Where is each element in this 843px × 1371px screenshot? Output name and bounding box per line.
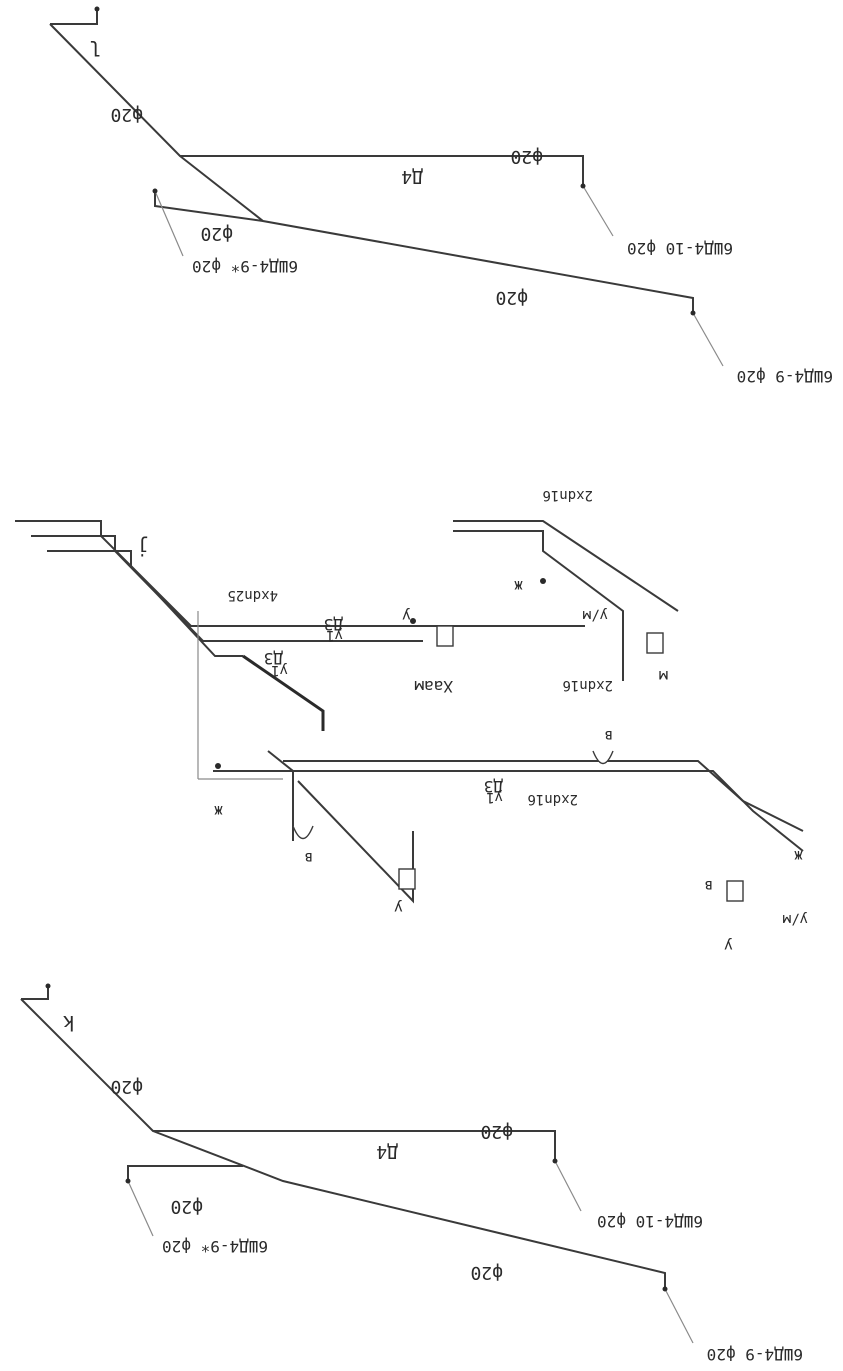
fixture-v-trap-2 xyxy=(592,750,614,765)
top-branch-1: 6ШД4-10 ф20 xyxy=(627,239,733,258)
mid-stack-c xyxy=(47,550,243,657)
fixture-m-box xyxy=(646,632,664,654)
top-branch-3: 6ШД4-9 ф20 xyxy=(737,367,833,386)
bottom-riser-label: k xyxy=(63,1011,75,1035)
mid-size-2xdn16-c: 2xdn16 xyxy=(527,791,578,807)
top-size-3: ф20 xyxy=(200,223,233,244)
mid-stack-3: Д3 xyxy=(484,777,503,796)
middle-network-group: j 4xdn25 Д3 у1 Д3 у1 Д3 у1 2xdn16 2xdn16… xyxy=(15,487,808,955)
bottom-branch-3: 6ШД4-9 ф20 xyxy=(707,1345,803,1364)
mid-loop-top xyxy=(453,530,624,681)
mid-fixture-v-3: в xyxy=(304,849,313,867)
mid-stack-2: Д3 xyxy=(264,649,283,668)
bottom-branch-2: 6ШД4-9* ф20 xyxy=(162,1237,268,1256)
mid-branch-u xyxy=(297,780,414,904)
bottom-pipe-branch-1 xyxy=(152,1130,666,1289)
bottom-size-2: ф20 xyxy=(110,1076,143,1097)
top-branch-2: 6ШД4-9* ф20 xyxy=(192,257,298,276)
mid-main-2 xyxy=(283,760,804,832)
top-end-dot-1 xyxy=(94,6,100,12)
mid-fixture-zh-3: ж xyxy=(214,802,223,820)
bottom-leader-2 xyxy=(127,1180,154,1237)
bottom-pipe-branch-2 xyxy=(127,1165,243,1181)
bottom-branch-1: 6ШД4-10 ф20 xyxy=(597,1212,703,1231)
mid-label-haam: Хаам xyxy=(414,677,453,696)
top-riser-label: l xyxy=(89,36,101,60)
bottom-end-dot-4 xyxy=(662,1286,668,1292)
top-leader-1 xyxy=(582,185,614,237)
mid-stack-1: Д3 xyxy=(324,615,343,634)
top-stack-label: Д4 xyxy=(401,166,423,187)
mid-main-1 xyxy=(213,770,804,852)
mid-fixture-um-1: у/м xyxy=(582,607,608,623)
top-leader-2 xyxy=(154,190,184,257)
fixture-u-box-1 xyxy=(726,880,744,902)
mid-fixture-m: м xyxy=(659,667,668,685)
mid-fixture-u-1: у xyxy=(402,607,411,625)
rotated-drawing: l Д4 ф20 ф20 ф20 ф20 6ШД4-10 ф20 6ШД4-9*… xyxy=(15,6,833,1364)
mid-riser-label: j xyxy=(137,536,149,560)
bottom-end-dot-3 xyxy=(125,1178,131,1184)
bottom-riser-group: k Д4 ф20 ф20 ф20 ф20 6ШД4-10 ф20 6ШД4-9*… xyxy=(20,983,803,1364)
mid-dot-3 xyxy=(215,763,221,769)
top-end-dot-2 xyxy=(580,183,586,189)
mid-size-2xdn16-b: 2xdn16 xyxy=(562,677,613,693)
mid-dot-2 xyxy=(410,618,416,624)
bottom-size-1: ф20 xyxy=(480,1121,513,1142)
top-pipe-branch-1 xyxy=(179,155,694,313)
mid-fixture-u-2: у xyxy=(724,937,733,955)
mid-size-4xdn25: 4xdn25 xyxy=(227,587,278,603)
top-pipe-diagonal xyxy=(49,23,584,186)
mid-dot-1 xyxy=(540,578,546,584)
mid-fixture-u-3: у xyxy=(394,899,403,917)
top-end-dot-4 xyxy=(690,310,696,316)
bottom-size-3: ф20 xyxy=(170,1196,203,1217)
mid-size-2xdn16-a: 2xdn16 xyxy=(542,487,593,503)
fixture-haam-box xyxy=(436,625,454,647)
top-leader-3 xyxy=(692,312,724,367)
fixture-u-box-2 xyxy=(398,868,416,890)
mid-fixture-um-2: у/м xyxy=(782,911,808,927)
mid-fixture-v-1: в xyxy=(604,727,613,745)
mid-branch-v xyxy=(267,750,294,841)
bottom-end-dot-2 xyxy=(552,1158,558,1164)
top-size-1: ф20 xyxy=(510,146,543,167)
mid-loop-top-2 xyxy=(453,520,679,612)
bottom-end-dot-1 xyxy=(45,983,51,989)
mid-stack-1-sub: у1 xyxy=(326,627,343,643)
mid-stack-3-sub: у1 xyxy=(486,789,503,805)
top-pipe-branch-2 xyxy=(154,191,264,222)
bottom-leader-3 xyxy=(664,1288,694,1344)
mid-fixture-zh-1: ж xyxy=(514,577,523,595)
fixture-v-trap-1 xyxy=(292,825,314,840)
bottom-pipe-main xyxy=(21,986,49,1000)
top-size-2: ф20 xyxy=(110,104,143,125)
top-pipe-main xyxy=(50,9,98,25)
top-size-4: ф20 xyxy=(495,287,528,308)
mid-stack-dark xyxy=(242,654,325,731)
mid-fixture-v-2: в xyxy=(704,877,713,895)
bottom-size-4: ф20 xyxy=(470,1262,503,1283)
mid-fixture-zh-2: ж xyxy=(794,847,803,865)
bottom-pipe-diagonal xyxy=(20,998,556,1161)
top-end-dot-3 xyxy=(152,188,158,194)
bottom-leader-1 xyxy=(554,1160,582,1212)
mid-stack-2-sub: у1 xyxy=(271,662,288,678)
top-riser-group: l Д4 ф20 ф20 ф20 ф20 6ШД4-10 ф20 6ШД4-9*… xyxy=(49,6,833,386)
bottom-stack-label: Д4 xyxy=(376,1141,398,1162)
